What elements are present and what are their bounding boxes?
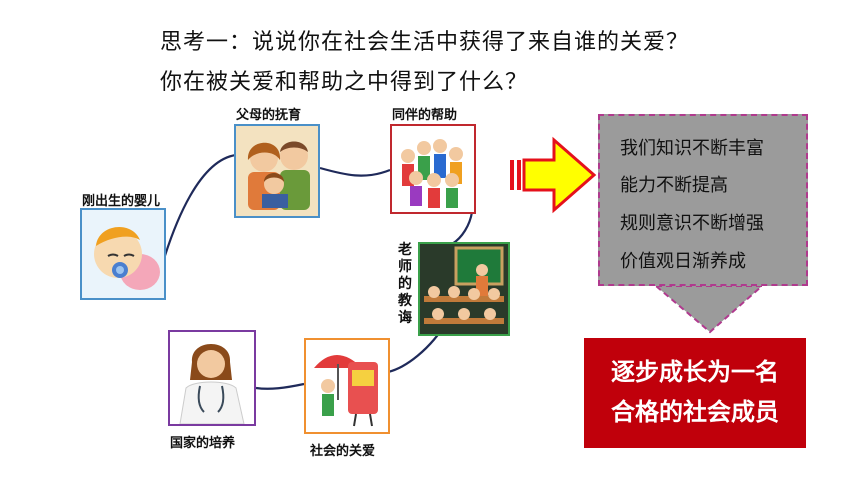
- down-arrow-icon: [654, 286, 764, 334]
- baby-image: [80, 208, 166, 300]
- country-image: [168, 330, 256, 426]
- label-society: 社会的关爱: [310, 444, 376, 459]
- question-2: 你在被关爱和帮助之中得到了什么？: [160, 70, 529, 95]
- label-country: 国家的培养: [170, 436, 236, 451]
- gain-item-1: 我们知识不断丰富: [620, 138, 764, 159]
- label-peers: 同伴的帮助: [392, 108, 458, 123]
- society-image: [304, 338, 390, 434]
- teacher-image: [418, 242, 510, 336]
- gain-item-2: 能力不断提高: [620, 175, 728, 196]
- label-baby: 刚出生的婴儿: [82, 194, 161, 209]
- result-line-2: 合格的社会成员: [611, 398, 779, 426]
- result-box: 逐步成长为一名 合格的社会成员: [584, 338, 806, 448]
- gain-item-4: 价值观日渐养成: [620, 251, 746, 272]
- gains-callout: 我们知识不断丰富 能力不断提高 规则意识不断增强 价值观日渐养成: [598, 114, 808, 286]
- gain-item-3: 规则意识不断增强: [620, 213, 764, 234]
- label-teacher: 老师的教诲: [398, 242, 412, 326]
- parents-image: [234, 124, 320, 218]
- peers-image: [390, 124, 476, 214]
- result-line-1: 逐步成长为一名: [611, 358, 779, 386]
- label-parents: 父母的抚育: [236, 108, 302, 123]
- question-1: 思考一：说说你在社会生活中获得了来自谁的关爱？: [160, 30, 690, 55]
- right-arrow-icon: [510, 136, 597, 214]
